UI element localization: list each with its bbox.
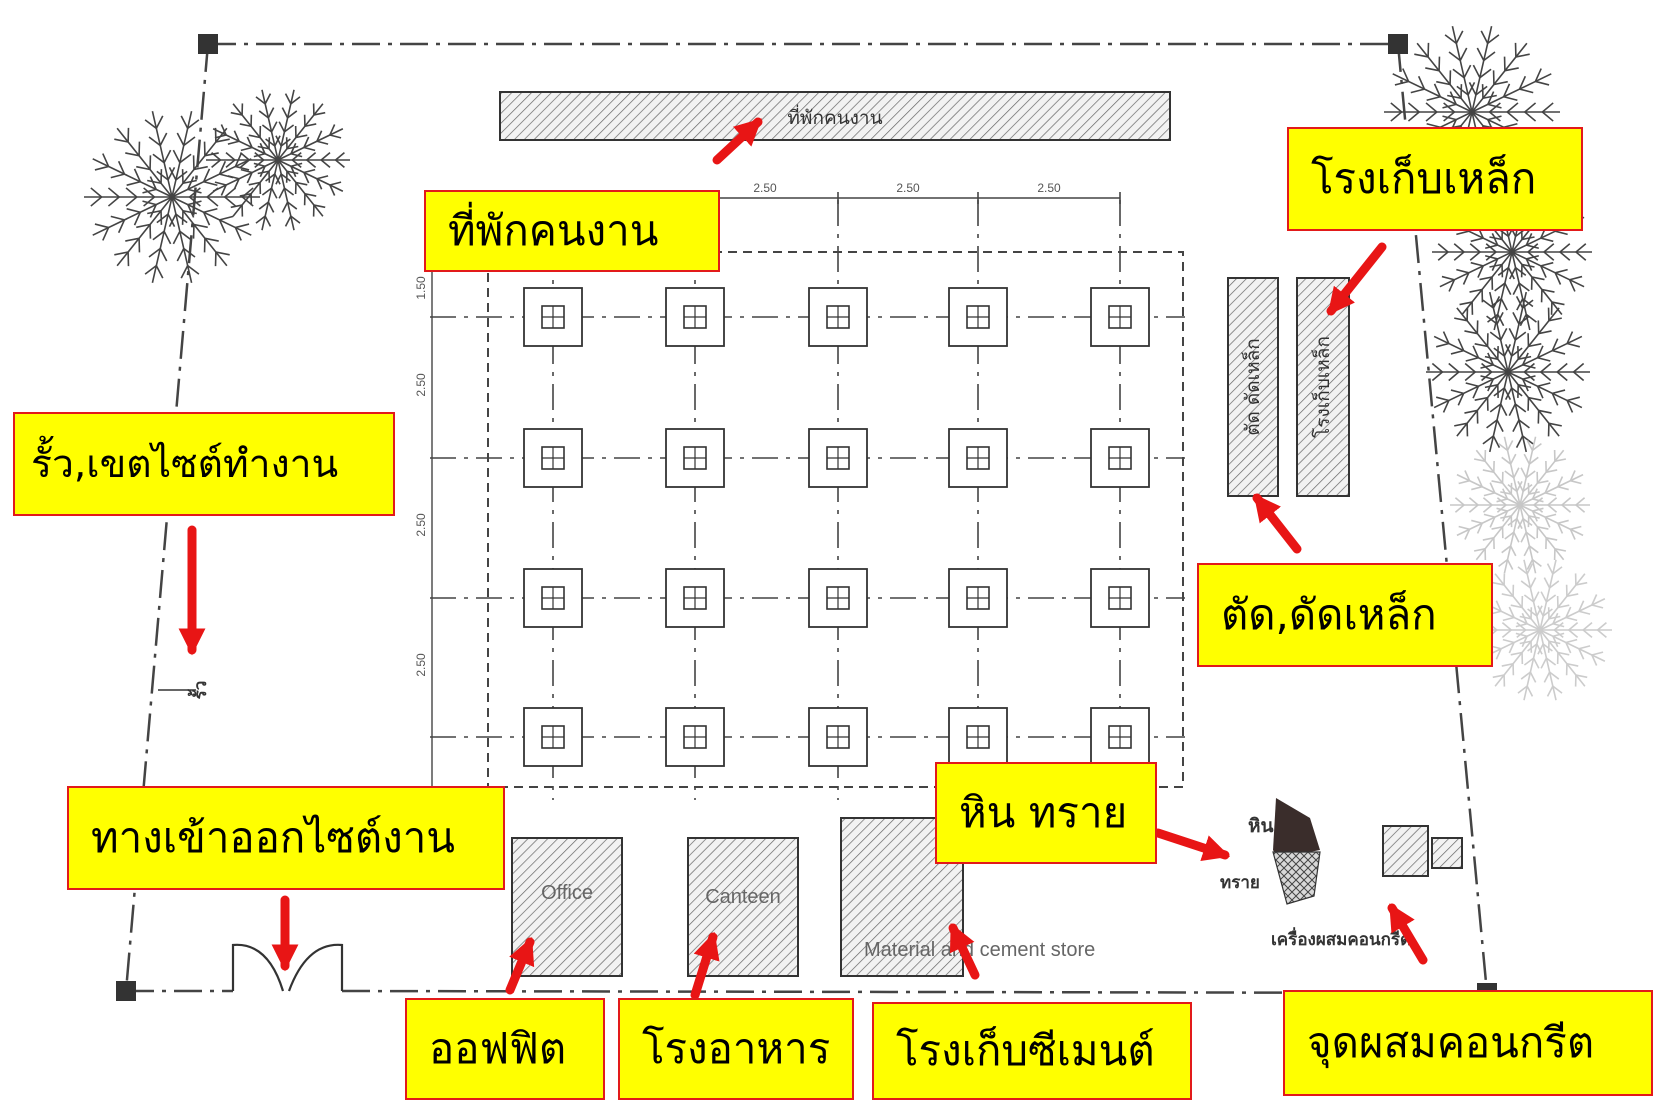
arrow-cement-store <box>948 923 980 980</box>
steel-store-bar-label: โรงเก็บเหล็ก <box>1310 336 1334 438</box>
callout-entrance: ทางเข้าออกไซต์งาน <box>67 786 505 890</box>
callout-office: ออฟฟิต <box>405 998 605 1100</box>
callout-concrete-mixing: จุดผสมคอนกรีต <box>1283 990 1653 1096</box>
footing-4-2 <box>665 707 725 767</box>
site-gate-symbol <box>231 943 344 992</box>
side-dimension-label-3: 2.50 <box>414 513 428 537</box>
dimension-label-1: 2.50 <box>753 181 777 195</box>
concrete-mixer-label: เครื่องผสมคอนกรีต <box>1271 927 1411 950</box>
arrow-concrete-mixing <box>1387 903 1428 965</box>
cut-bend-bar-label: ตัด ดัดเหล็ก <box>1240 338 1264 436</box>
callout-fence: รั้ว,เขตไซต์ทำงาน <box>13 412 395 516</box>
footing-2-1 <box>523 428 583 488</box>
callout-steel-store: โรงเก็บเหล็ก <box>1287 127 1583 231</box>
arrow-office <box>505 937 535 995</box>
footing-1-5 <box>1090 287 1150 347</box>
footing-3-1 <box>523 568 583 628</box>
callout-arrows <box>178 117 1428 1000</box>
callout-canteen: โรงอาหาร <box>618 998 854 1100</box>
workers-quarters-bar <box>499 91 1171 141</box>
tree-1 <box>84 111 260 283</box>
workers-quarters-bar-label: ที่พักคนงาน <box>787 104 882 129</box>
sand-pile <box>1272 851 1321 905</box>
canteen-building-label: Canteen <box>705 886 781 908</box>
dimension-label-3: 2.50 <box>1037 181 1061 195</box>
arrow-steel-store <box>1326 242 1387 316</box>
dimension-label-2: 2.50 <box>896 181 920 195</box>
stone-pile <box>1273 798 1320 858</box>
tree-2 <box>206 89 350 231</box>
building-outline <box>487 251 1184 788</box>
footing-4-3 <box>808 707 868 767</box>
arrow-canteen <box>690 931 720 1000</box>
footing-4-4 <box>948 707 1008 767</box>
footing-1-2 <box>665 287 725 347</box>
tree-5 <box>1426 291 1590 453</box>
callout-cement-store: โรงเก็บซีเมนต์ <box>872 1002 1192 1100</box>
callout-workers-quarters: ที่พักคนงาน <box>424 190 720 272</box>
footing-3-2 <box>665 568 725 628</box>
footing-1-3 <box>808 287 868 347</box>
callout-stone-sand: หิน ทราย <box>935 762 1157 864</box>
footing-grid <box>430 200 1185 800</box>
footing-4-5 <box>1090 707 1150 767</box>
concrete-mixer-body <box>1382 825 1429 877</box>
material-store-label: Material and cement store <box>864 939 1095 961</box>
footing-3-5 <box>1090 568 1150 628</box>
side-dimension-label-1: 1.50 <box>414 276 428 300</box>
footing-3-4 <box>948 568 1008 628</box>
footing-2-4 <box>948 428 1008 488</box>
side-dimension-label-2: 2.50 <box>414 373 428 397</box>
sand-label: ทราย <box>1220 873 1260 893</box>
footing-2-5 <box>1090 428 1150 488</box>
arrow-cut-bend <box>1252 493 1302 554</box>
footing-1-4 <box>948 287 1008 347</box>
office-building-label: Office <box>541 882 593 904</box>
tree-6 <box>1450 436 1590 574</box>
stone-label: หิน <box>1248 815 1274 837</box>
side-dimension-label-4: 2.50 <box>414 653 428 677</box>
footing-2-2 <box>665 428 725 488</box>
arrow-workers-quarters <box>712 117 763 165</box>
cut-bend-steel-bar <box>1227 277 1279 497</box>
footing-1-1 <box>523 287 583 347</box>
tree-7 <box>1468 559 1612 701</box>
arrow-stone-sand <box>1153 828 1231 862</box>
fence-small-label: รั้ว <box>187 681 211 700</box>
concrete-mixer-drum <box>1431 837 1463 869</box>
footing-4-1 <box>523 707 583 767</box>
footing-3-3 <box>808 568 868 628</box>
callout-cut-bend: ตัด,ดัดเหล็ก <box>1197 563 1493 667</box>
footing-2-3 <box>808 428 868 488</box>
